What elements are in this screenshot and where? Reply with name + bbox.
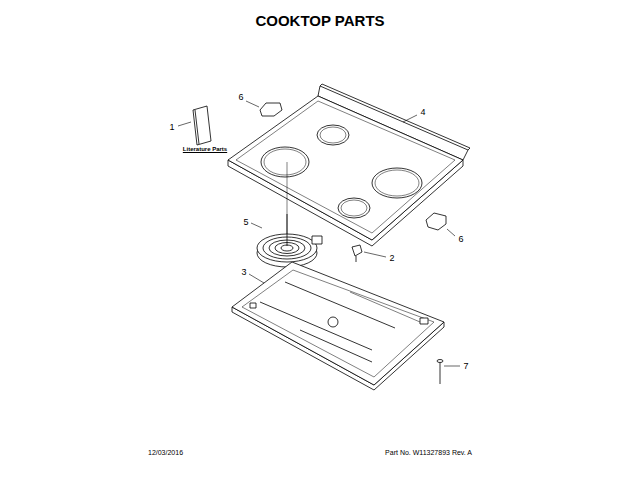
part-number: Part No. W11327893 Rev. A <box>385 449 472 456</box>
alignment-line <box>287 162 288 246</box>
cooktop-plate <box>232 262 444 390</box>
callout-number: 4 <box>420 108 425 117</box>
callout-number: 5 <box>243 218 248 227</box>
section-label: Literature Parts <box>183 146 227 152</box>
clip <box>352 245 362 262</box>
callout-number: 2 <box>389 254 394 263</box>
callout-number: 6 <box>458 235 463 244</box>
screw <box>437 360 443 385</box>
leader-lines <box>178 101 460 366</box>
bracket <box>426 213 446 230</box>
callout-number: 1 <box>169 123 174 132</box>
coil-element <box>257 214 322 267</box>
callout-number: 7 <box>463 362 468 371</box>
callout-number: 6 <box>238 93 243 102</box>
page-title: COOKTOP PARTS <box>255 13 384 28</box>
date-stamp: 12/03/2016 <box>148 449 183 456</box>
cooktop-glass <box>228 84 470 246</box>
callout-number: 3 <box>241 268 246 277</box>
literature-book <box>193 106 211 145</box>
bracket <box>260 103 282 116</box>
